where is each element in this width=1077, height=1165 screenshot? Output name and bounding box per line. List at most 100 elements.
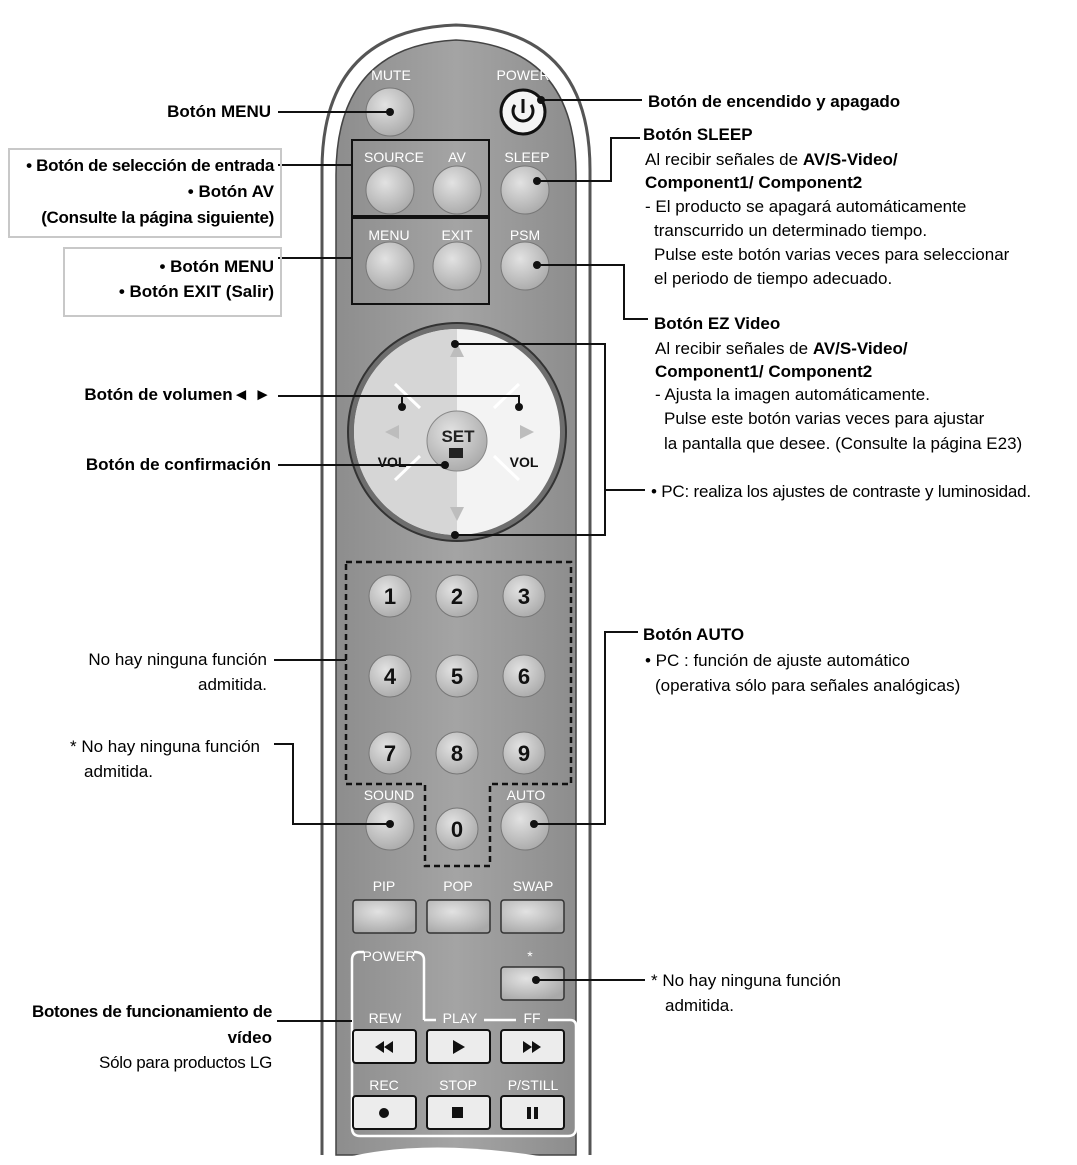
- digit-5-label: 5: [451, 664, 463, 689]
- label-ez-title: Botón EZ Video: [654, 314, 781, 333]
- psm-label: PSM: [510, 227, 540, 243]
- digit-9-button[interactable]: [502, 731, 546, 775]
- digit-6-button[interactable]: [502, 654, 546, 698]
- label-ez-line2: Component1/ Component2: [655, 362, 873, 381]
- label-ez-line3: - Ajusta la imagen automáticamente.: [655, 385, 930, 404]
- digit-5-button[interactable]: [435, 654, 479, 698]
- label-sleep-line3: - El producto se apagará automáticamente: [645, 197, 967, 216]
- leader-dots: [386, 96, 545, 984]
- rew-label: REW: [369, 1010, 402, 1026]
- label-nofunc-2b: admitida.: [84, 762, 153, 781]
- menu-exit-group: [351, 217, 490, 305]
- label-sleep-line4: transcurrido un determinado tiempo.: [654, 221, 928, 240]
- rew-button[interactable]: [352, 1029, 417, 1064]
- pop-button[interactable]: [426, 899, 491, 934]
- swap-button[interactable]: [500, 899, 565, 934]
- play-label: PLAY: [443, 1010, 478, 1026]
- exit-button[interactable]: [432, 241, 482, 291]
- digit-4-label: 4: [384, 664, 397, 689]
- record-icon: [379, 1108, 389, 1118]
- label-pc-contrast: • PC: realiza los ajustes de contraste y…: [651, 482, 1031, 501]
- label-lg-only: Sólo para productos LG: [99, 1053, 272, 1072]
- digit-8-button[interactable]: [435, 731, 479, 775]
- label-power-button: Botón de encendido y apagado: [648, 92, 901, 111]
- input-label-box: [8, 148, 282, 238]
- auto-label: AUTO: [507, 787, 546, 803]
- label-menu-bullet: • Botón MENU: [159, 257, 274, 276]
- ff-label: FF: [523, 1010, 540, 1026]
- play-icon: [453, 1040, 465, 1054]
- pip-button[interactable]: [352, 899, 417, 934]
- numpad-dashed-outline: [344, 560, 573, 868]
- digit-2-label: 2: [451, 584, 463, 609]
- digit-6-label: 6: [518, 664, 530, 689]
- number-keypad: 1 2 3 4 5 6 7 8 9 0: [368, 574, 546, 851]
- digit-1-button[interactable]: [368, 574, 412, 618]
- label-sleep-line1: Al recibir señales de AV/S-Video/: [645, 150, 898, 169]
- pip-label: PIP: [373, 878, 396, 894]
- power-icon: [511, 99, 535, 123]
- leader-lines: [274, 99, 648, 1022]
- menu-button[interactable]: [365, 241, 415, 291]
- digit-7-button[interactable]: [368, 731, 412, 775]
- down-arrow-icon: [450, 507, 464, 521]
- label-input-select: • Botón de selección de entrada: [26, 156, 274, 175]
- digit-1-label: 1: [384, 584, 396, 609]
- vol-left-label: VOL: [378, 454, 407, 470]
- label-volume: Botón de volumen◄ ►: [84, 385, 271, 404]
- label-sleep-line6: el periodo de tiempo adecuado.: [654, 269, 893, 288]
- mute-label: MUTE: [371, 67, 411, 83]
- digit-7-label: 7: [384, 741, 396, 766]
- swap-label: SWAP: [513, 878, 554, 894]
- source-label: SOURCE: [364, 149, 424, 165]
- label-auto-title: Botón AUTO: [643, 625, 745, 644]
- digit-2-button[interactable]: [435, 574, 479, 618]
- label-see-next-page: (Consulte la página siguiente): [41, 208, 274, 227]
- exit-label: EXIT: [441, 227, 473, 243]
- auto-button[interactable]: [500, 801, 550, 851]
- label-sleep-title: Botón SLEEP: [643, 125, 753, 144]
- star-button[interactable]: [500, 966, 565, 1001]
- label-menu-button: Botón MENU: [167, 102, 271, 121]
- remote-outline: [320, 23, 592, 1155]
- label-nofunc-3b: admitida.: [665, 996, 734, 1015]
- menu-label: MENU: [368, 227, 409, 243]
- source-button[interactable]: [365, 165, 415, 215]
- vol-right-label: VOL: [510, 454, 539, 470]
- label-auto-line1: • PC : función de ajuste automático: [645, 651, 910, 670]
- video-controls-frame: [350, 950, 578, 1138]
- digit-0-button[interactable]: [435, 807, 479, 851]
- label-ez-line1: Al recibir señales de AV/S-Video/: [655, 339, 908, 358]
- set-button[interactable]: [426, 410, 488, 472]
- sound-label: SOUND: [364, 787, 415, 803]
- pause-icon: [527, 1107, 531, 1119]
- digit-9-label: 9: [518, 741, 530, 766]
- label-nofunc-2: * No hay ninguna función: [70, 737, 260, 756]
- digit-8-label: 8: [451, 741, 463, 766]
- pstill-button[interactable]: [500, 1095, 565, 1130]
- label-sleep-line2: Component1/ Component2: [645, 173, 863, 192]
- digit-4-button[interactable]: [368, 654, 412, 698]
- up-arrow-icon: [450, 343, 464, 357]
- label-video-ops-1: Botones de funcionamiento de: [31, 1002, 272, 1021]
- pop-label: POP: [443, 878, 473, 894]
- av-button[interactable]: [432, 165, 482, 215]
- fast-forward-icon: [523, 1041, 532, 1053]
- stop-icon: [452, 1107, 463, 1118]
- label-nofunc-1b: admitida.: [198, 675, 267, 694]
- star-label: *: [527, 948, 533, 964]
- digit-3-button[interactable]: [502, 574, 546, 618]
- label-ez-line5: la pantalla que desee. (Consulte la pági…: [664, 434, 1023, 453]
- sleep-button[interactable]: [500, 165, 550, 215]
- left-arrow-icon: [385, 425, 399, 439]
- label-confirm: Botón de confirmación: [85, 455, 271, 474]
- label-ez-line4: Pulse este botón varias veces para ajust…: [664, 409, 985, 428]
- stop-label: STOP: [439, 1077, 477, 1093]
- right-arrow-icon: [520, 425, 534, 439]
- sleep-label: SLEEP: [504, 149, 549, 165]
- nav-ring[interactable]: SET VOL VOL: [347, 322, 567, 542]
- source-av-group: [351, 139, 490, 217]
- label-nofunc-3: * No hay ninguna función: [651, 971, 841, 990]
- label-nofunc-1: No hay ninguna función: [88, 650, 267, 669]
